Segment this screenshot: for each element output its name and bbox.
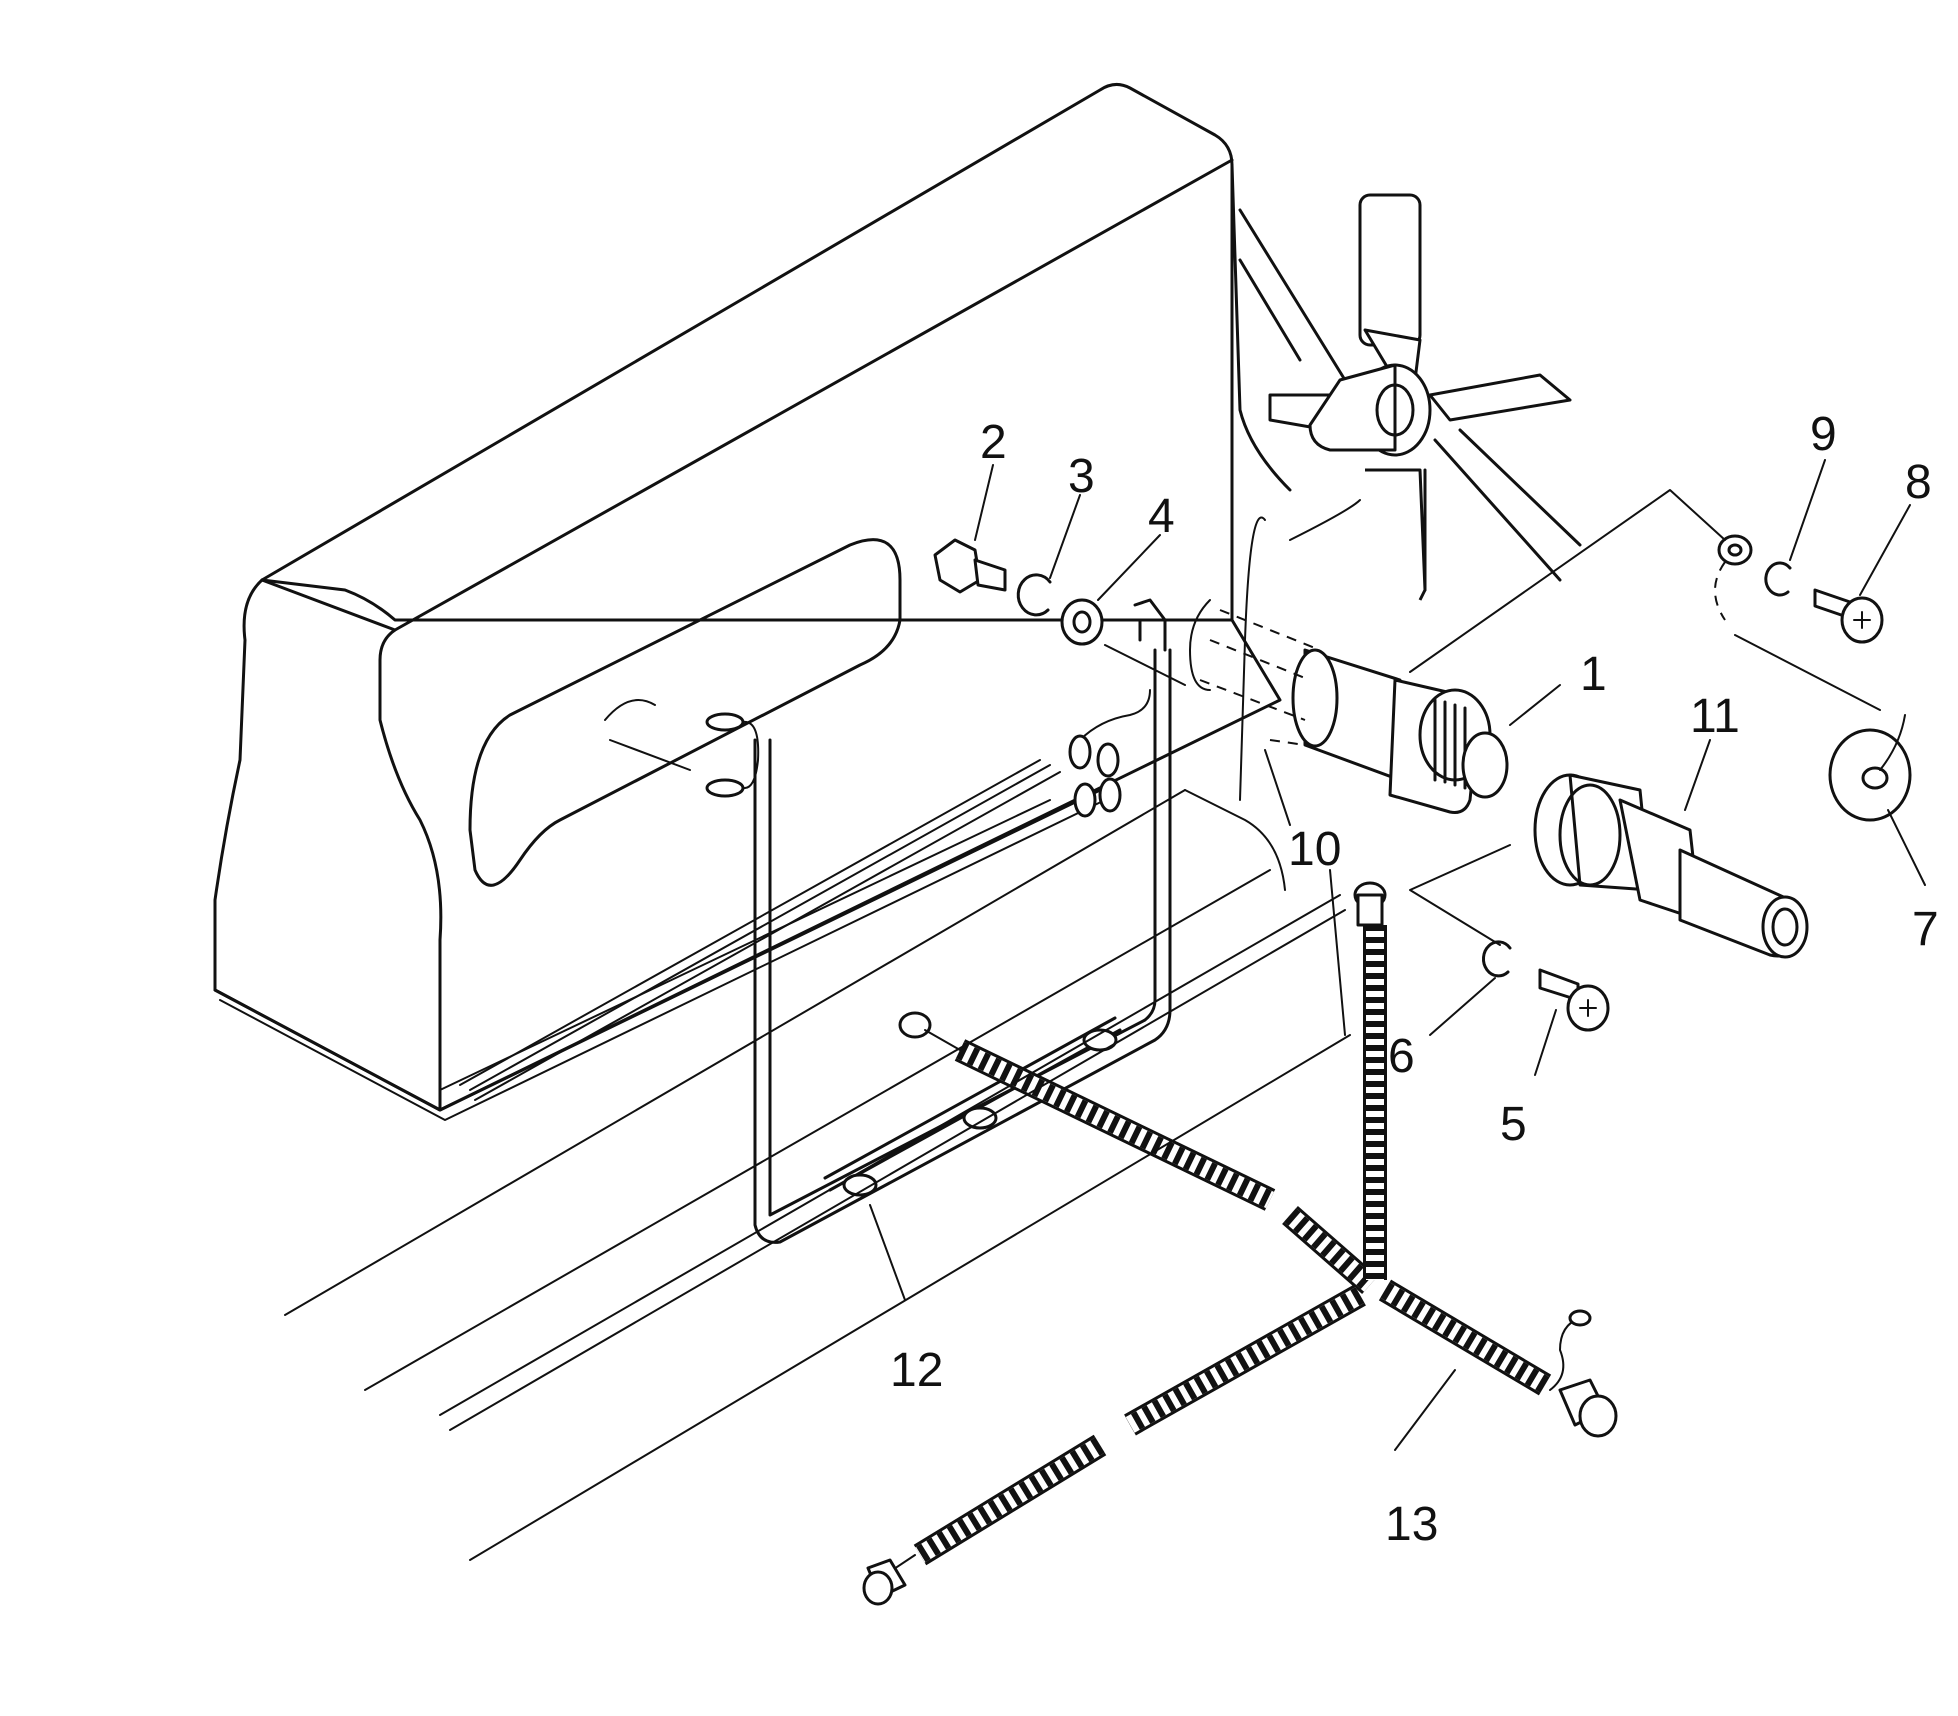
cooling-fan: [1238, 193, 1582, 601]
wire-harness-13: [862, 881, 1618, 1606]
callout-2: 2: [980, 416, 1007, 469]
wire-harness-12: [604, 598, 1211, 1244]
fastener-bolt-2: [933, 538, 1007, 594]
sensor-body: [1199, 609, 1509, 814]
engine-housing: [213, 83, 1292, 1121]
callout-10: 10: [1288, 823, 1341, 876]
lock-washer-3: [1016, 573, 1052, 617]
leader-lines: [869, 459, 1926, 1451]
ring-terminal: [1714, 534, 1753, 621]
callout-1: 1: [1580, 648, 1607, 701]
harness-connector: [1533, 773, 1809, 959]
callout-6: 6: [1388, 1030, 1415, 1083]
callout-8: 8: [1905, 456, 1932, 509]
callout-9: 9: [1810, 408, 1837, 461]
flat-washer-4: [1060, 598, 1104, 646]
alignment-lines: [1104, 489, 1881, 946]
callout-4: 4: [1148, 490, 1175, 543]
callout-5: 5: [1500, 1098, 1527, 1151]
callout-12: 12: [890, 1344, 943, 1397]
dust-cap: [1828, 714, 1912, 822]
screw-5: [1538, 968, 1610, 1032]
callout-11: 11: [1690, 690, 1740, 743]
callout-13: 13: [1385, 1498, 1438, 1551]
screw-8: [1813, 588, 1884, 644]
callout-labels: 1 2 3 4 5 6 7 8 9 10 11 12 13: [890, 408, 1939, 1551]
lock-washer-9: [1764, 561, 1792, 597]
callout-3: 3: [1068, 450, 1095, 503]
floor-lines: [284, 789, 1351, 1561]
lock-washer-6: [1482, 940, 1512, 978]
callout-7: 7: [1912, 903, 1939, 956]
